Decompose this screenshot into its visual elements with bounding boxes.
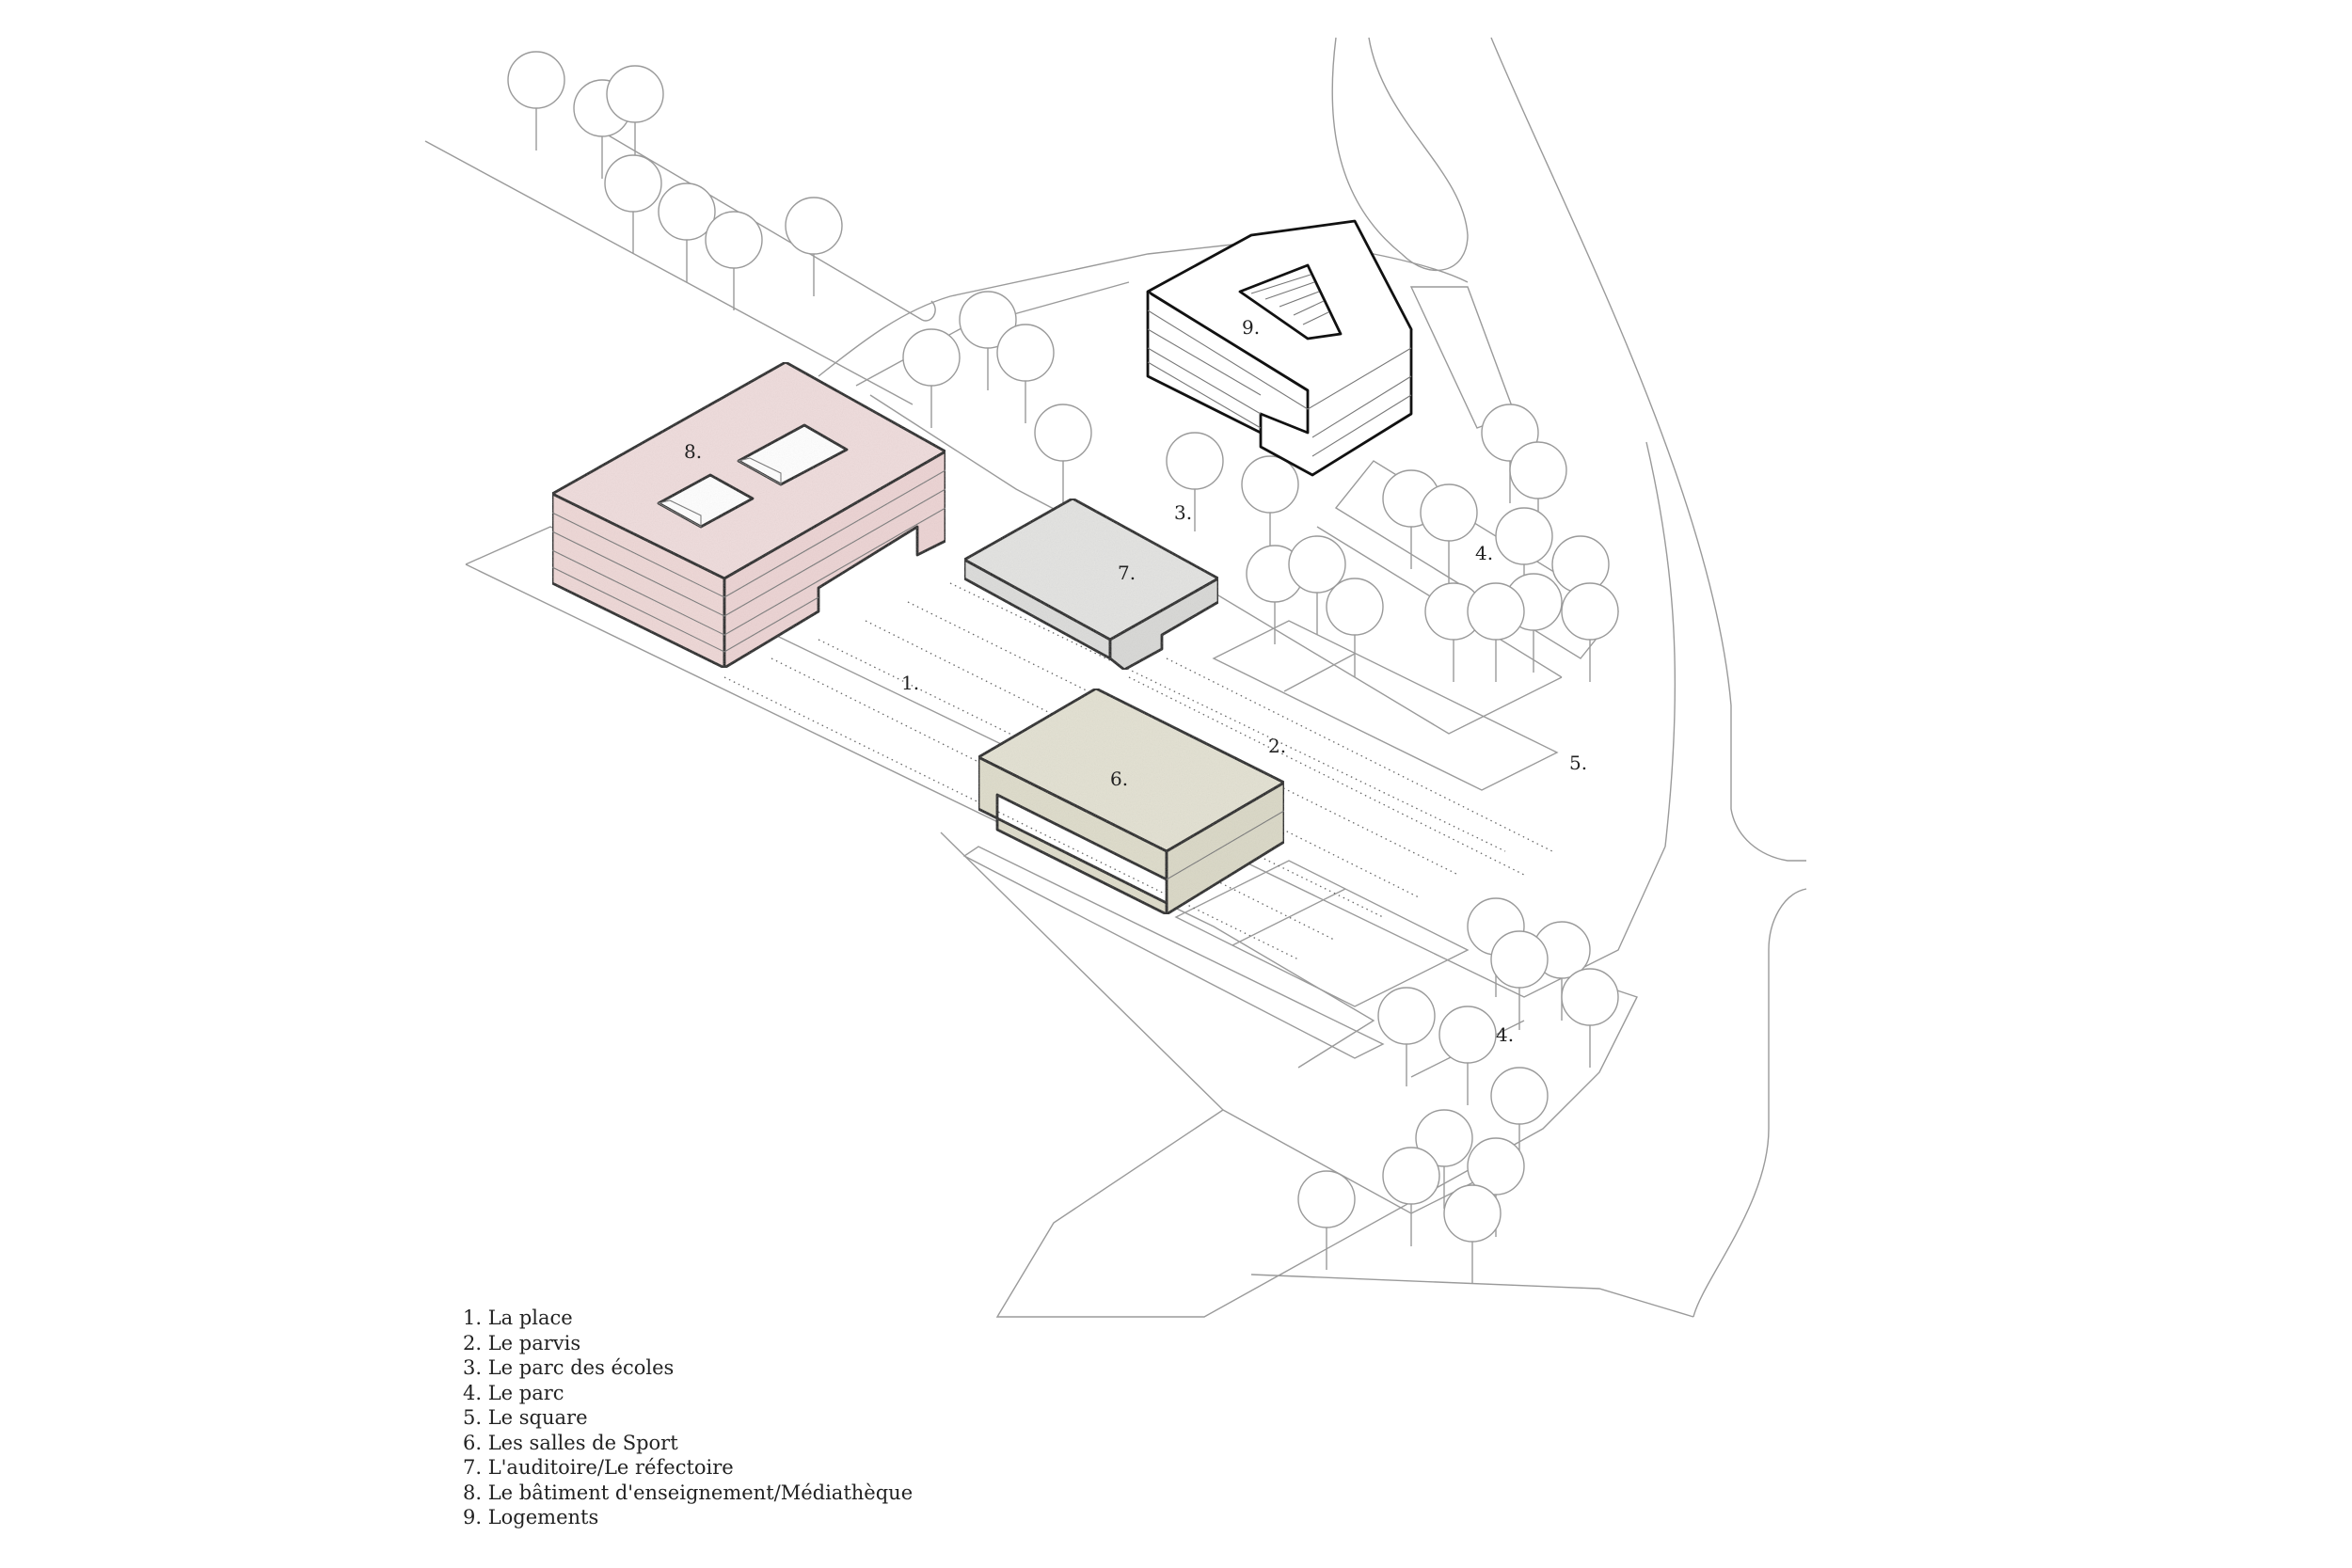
site-context-lines [424, 37, 1807, 1318]
tree-icon [1288, 535, 1346, 635]
tree-icon [1490, 1067, 1549, 1166]
tree-icon [1297, 1170, 1356, 1270]
label-5: 5. [1569, 752, 1587, 774]
tree-icon [959, 291, 1017, 390]
tree-icon [705, 211, 763, 310]
tree-icon [606, 65, 664, 165]
tree-icon [1377, 987, 1436, 1086]
label-3: 3. [1174, 501, 1192, 524]
tree-icon [1490, 930, 1549, 1030]
tree-icon [1034, 404, 1092, 503]
tree-icon [1495, 507, 1553, 607]
tree-icon [1467, 582, 1525, 682]
legend-item: 3. Le parc des écoles [463, 1356, 675, 1379]
trees-group [507, 51, 1619, 1284]
legend-item: 4. Le parc [463, 1381, 564, 1404]
tree-icon [785, 197, 843, 296]
tree-icon [1382, 1147, 1440, 1246]
plaza-paving-lines [723, 582, 1553, 960]
tree-icon [507, 51, 565, 150]
tree-icon [1415, 1109, 1473, 1209]
tree-icon [1561, 582, 1619, 682]
label-7: 7. [1118, 562, 1136, 584]
building-9-housing [1146, 219, 1413, 477]
tree-icon [604, 154, 662, 254]
legend-item: 7. L'auditoire/Le réfectoire [463, 1456, 734, 1479]
label-8: 8. [684, 440, 702, 463]
building-6-sports-halls [977, 687, 1286, 916]
courtyard-9 [1238, 263, 1343, 341]
label-9: 9. [1242, 316, 1260, 339]
legend-item: 6. Les salles de Sport [463, 1431, 678, 1454]
label-6: 6. [1110, 768, 1128, 790]
tree-icon [996, 324, 1055, 423]
legend-item: 9. Logements [463, 1506, 599, 1528]
legend-item: 5. Le square [463, 1406, 588, 1429]
legend-item: 8. Le bâtiment d'enseignement/Médiathèqu… [463, 1481, 914, 1504]
label-4b: 4. [1496, 1023, 1514, 1046]
legend-item: 2. Le parvis [463, 1331, 581, 1354]
tree-icon [1166, 432, 1224, 531]
tree-icon [1438, 1006, 1497, 1105]
tree-icon [658, 182, 716, 282]
plan-labels: 1. 2. 3. 4. 4. 5. 6. 7. 8. 9. [684, 316, 1587, 1046]
tree-icon [1443, 1184, 1502, 1284]
label-4a: 4. [1475, 542, 1493, 564]
building-8-teaching-media [550, 360, 947, 670]
building-7-auditorium [962, 497, 1220, 672]
tree-icon [1326, 578, 1384, 677]
tree-icon [1420, 483, 1478, 583]
legend: 1. La place 2. Le parvis 3. Le parc des … [463, 1306, 913, 1530]
tree-icon [1241, 455, 1299, 555]
tree-icon [902, 328, 961, 428]
label-1: 1. [901, 672, 919, 694]
legend-item: 1. La place [463, 1307, 573, 1329]
tree-icon [1561, 968, 1619, 1068]
label-2: 2. [1268, 735, 1286, 757]
